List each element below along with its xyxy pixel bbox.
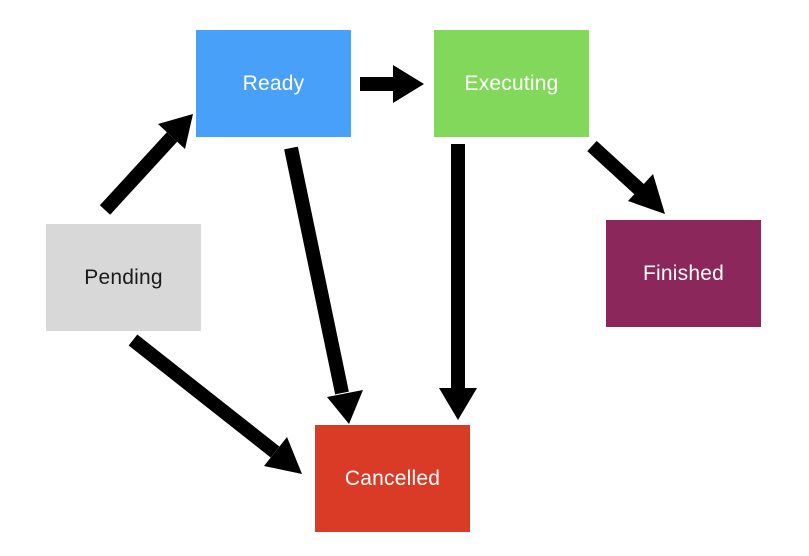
state-pending: Pending [46, 224, 201, 331]
arrow-ready-to-executing [360, 65, 424, 103]
state-cancelled: Cancelled [315, 425, 470, 532]
arrow-ready-to-cancelled [284, 146, 363, 424]
arrow-pending-to-ready [99, 114, 193, 215]
arrow-pending-to-cancelled [128, 334, 302, 474]
arrow-executing-to-cancelled [439, 144, 477, 420]
state-finished-label: Finished [643, 262, 724, 285]
state-ready-label: Ready [242, 72, 305, 95]
state-executing-label: Executing [464, 72, 559, 95]
state-cancelled-label: Cancelled [344, 467, 441, 490]
state-pending-label: Pending [84, 266, 163, 289]
state-ready: Ready [196, 30, 351, 137]
state-executing: Executing [434, 30, 589, 137]
state-finished: Finished [606, 220, 761, 327]
arrow-executing-to-finished [587, 140, 665, 214]
